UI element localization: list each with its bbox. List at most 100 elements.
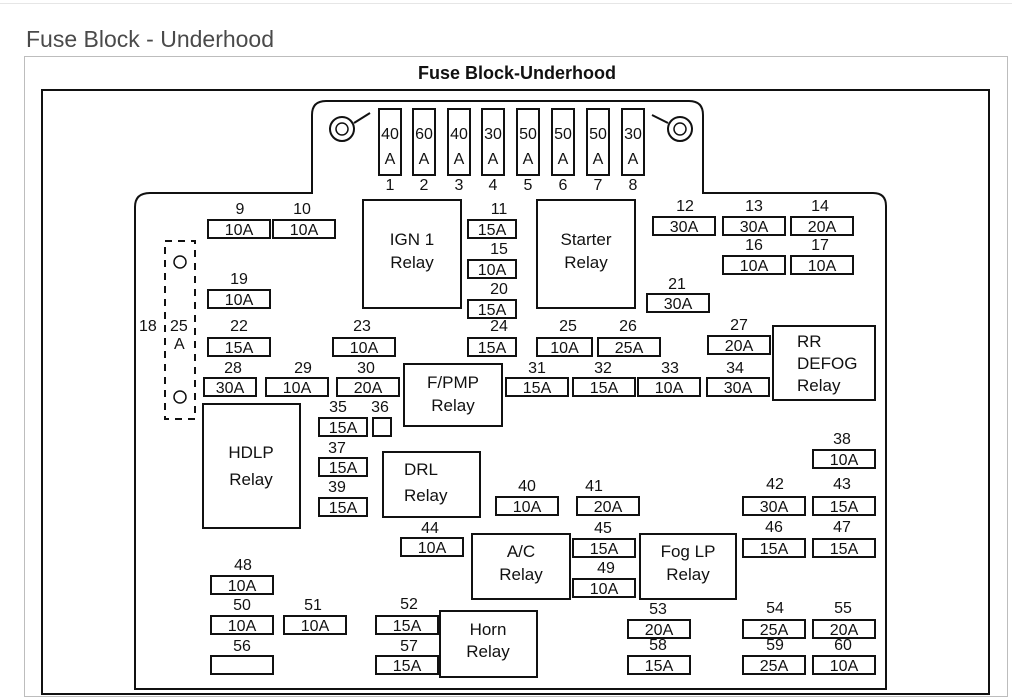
fuse-number: 29 — [294, 360, 312, 377]
fuse-number: 56 — [233, 638, 251, 655]
fuse-number: 9 — [236, 201, 245, 218]
fuse-amp: 15A — [590, 380, 619, 397]
fuse-amp: 10A — [228, 578, 257, 595]
maxi-fuse-number: 3 — [455, 177, 464, 194]
fuse-amp: 30A — [664, 296, 693, 313]
fuse-number: 42 — [766, 476, 784, 493]
maxi-fuse-amp: 40 — [450, 126, 468, 143]
relay-label-line: Relay — [499, 565, 543, 584]
maxi-fuse-number: 8 — [629, 177, 638, 194]
fuse-number: 34 — [726, 360, 744, 377]
maxi-fuse-unit: A — [454, 151, 465, 168]
fuse-number: 45 — [594, 520, 612, 537]
fuse-amp: 10A — [830, 658, 859, 675]
maxi-fuse-unit: A — [523, 151, 534, 168]
fuse-amp: 10A — [350, 340, 379, 357]
fuse-number: 53 — [649, 601, 667, 618]
breaker-number: 18 — [139, 318, 157, 335]
mount-hole-left — [329, 112, 371, 142]
fuse-amp: 10A — [301, 618, 330, 635]
maxi-fuse-number: 2 — [420, 177, 429, 194]
relay-label-line: HDLP — [228, 443, 273, 462]
fuse-amp: 10A — [290, 222, 319, 239]
fuse-amp: 15A — [478, 340, 507, 357]
maxi-fuse-unit: A — [628, 151, 639, 168]
fuse-amp: 15A — [523, 380, 552, 397]
outer-frame — [41, 89, 990, 695]
fuse-number: 24 — [490, 318, 508, 335]
fuse-amp: 25A — [760, 658, 789, 675]
fuse-amp: 15A — [329, 460, 358, 477]
fuse-number: 52 — [400, 596, 418, 613]
fuse-amp: 15A — [478, 222, 507, 239]
relay-label-line: Relay — [564, 253, 608, 272]
fuse-amp: 10A — [283, 380, 312, 397]
fuse-amp: 10A — [228, 618, 257, 635]
fuse-amp: 15A — [329, 420, 358, 437]
fuse-amp: 15A — [225, 340, 254, 357]
maxi-fuse-number: 6 — [559, 177, 568, 194]
fuse-amp: 20A — [645, 622, 674, 639]
fuse-amp: 10A — [808, 258, 837, 275]
maxi-fuse-amp: 30 — [484, 126, 502, 143]
maxi-fuse-amp: 50 — [519, 126, 537, 143]
fuse-number: 20 — [490, 281, 508, 298]
fuse-number: 51 — [304, 597, 322, 614]
fuse-number: 31 — [528, 360, 546, 377]
relay-layer: IGN 1RelayStarterRelayRRDEFOGRelayF/PMPR… — [202, 199, 876, 678]
maxi-fuse-3: 40A 3 — [447, 108, 471, 194]
relay-label-line: Relay — [466, 642, 510, 661]
maxi-fuse-amp: 50 — [554, 126, 572, 143]
fuse-amp: 20A — [808, 219, 837, 236]
maxi-fuse-number: 4 — [489, 177, 498, 194]
fuse-layer: 910A1010A1115A1230A1330A1420A1510A1610A1… — [203, 198, 876, 675]
fuse-number: 58 — [649, 637, 667, 654]
fuse-number: 11 — [491, 201, 508, 218]
housing-outline — [134, 100, 887, 690]
fuse-amp: 10A — [550, 340, 579, 357]
relay-label-line: RR — [797, 332, 822, 351]
fuse-36: 36 — [371, 399, 392, 437]
fuse-number: 57 — [400, 638, 418, 655]
fuse-number: 46 — [765, 519, 783, 536]
fuse-number: 14 — [811, 198, 829, 215]
fuse-amp: 10A — [590, 581, 619, 598]
diagram-title: Fuse Block-Underhood — [418, 63, 616, 83]
circuit-breaker-18: 18 25 A — [139, 240, 196, 420]
fuse-number: 48 — [234, 557, 252, 574]
maxi-fuse-amp: 30 — [624, 126, 642, 143]
